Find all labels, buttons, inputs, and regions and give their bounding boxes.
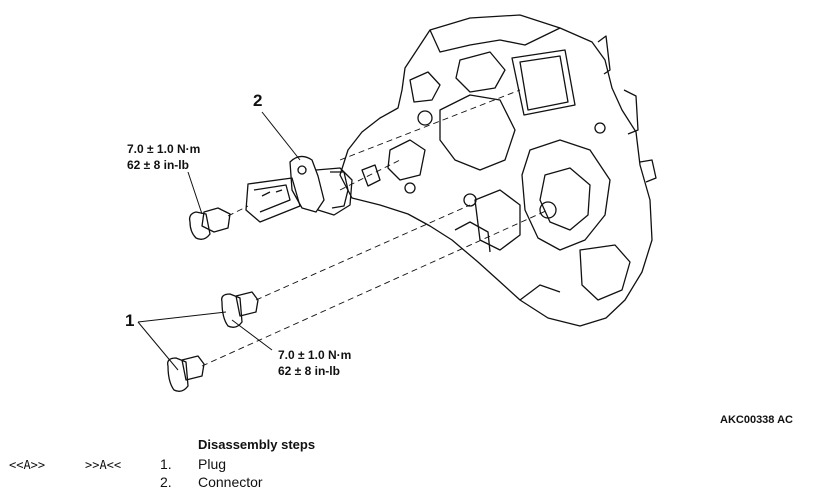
steps-title: Disassembly steps xyxy=(198,437,316,452)
connector-part xyxy=(245,155,353,223)
torque-spec-connector: 7.0 ± 1.0 N·m 62 ± 8 in-lb xyxy=(127,141,200,173)
step-text: Connector xyxy=(198,474,263,490)
exploded-view-diagram xyxy=(137,14,657,392)
connector-bolt xyxy=(188,207,231,240)
figure-id: AKC00338 AC xyxy=(720,414,793,426)
step-number: 1. xyxy=(160,456,172,472)
torque-inlb-value: 62 ± 8 in-lb xyxy=(278,364,340,378)
assembly-guide-lines xyxy=(201,89,549,367)
step-number: 2. xyxy=(160,474,172,490)
step-text: Plug xyxy=(198,456,227,472)
step-marker-right: >>A<< xyxy=(85,458,122,472)
plug-bolt-lower xyxy=(167,355,205,392)
callout-number-2: 2 xyxy=(253,91,263,110)
pump-housing xyxy=(339,14,657,327)
torque-nm-value: 7.0 ± 1.0 N·m xyxy=(278,348,352,362)
torque-spec-plug: 7.0 ± 1.0 N·m 62 ± 8 in-lb xyxy=(278,347,351,379)
plug-bolt-upper xyxy=(221,291,259,328)
step-marker-left: <<A>> xyxy=(9,458,46,472)
torque-inlb-value: 62 ± 8 in-lb xyxy=(127,158,189,172)
leader-lines xyxy=(137,111,301,371)
torque-nm-value: 7.0 ± 1.0 N·m xyxy=(127,142,201,156)
callout-number-1: 1 xyxy=(125,311,135,330)
